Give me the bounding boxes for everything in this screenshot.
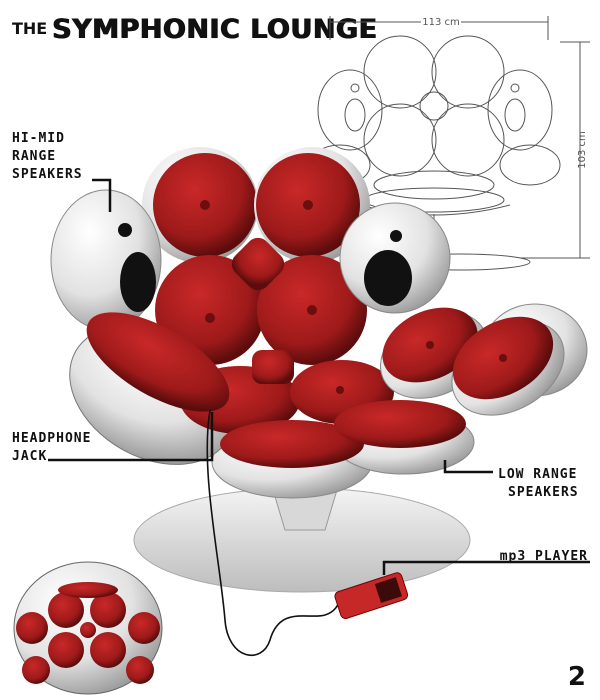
low-range-speakers <box>380 307 565 416</box>
mp3-player <box>334 572 409 619</box>
hi-mid-speaker-left <box>50 189 162 331</box>
label-hi-mid-speakers: HI-MID RANGE SPEAKERS <box>12 131 83 182</box>
thumbnail-view <box>13 561 163 695</box>
page-number: 2 <box>567 662 586 692</box>
headphone-cable <box>206 409 341 656</box>
title-main: SYMPHONIC LOUNGE <box>52 14 378 45</box>
back-cushions <box>142 147 370 365</box>
title-prefix: THE <box>12 19 48 38</box>
label-mp3-player: mp3 PLAYER <box>499 549 588 564</box>
callout-lines <box>48 178 590 575</box>
width-dimension: 113 cm <box>422 17 460 28</box>
hi-mid-speaker-right <box>339 202 451 314</box>
dimension-labels: 113 cm 103 cm <box>421 14 588 169</box>
height-dimension: 103 cm <box>577 131 588 169</box>
label-headphone-jack: HEADPHONE JACK <box>12 431 92 464</box>
seat-cushions <box>86 312 466 468</box>
label-low-range-speakers: LOW RANGE SPEAKERS <box>498 467 579 500</box>
